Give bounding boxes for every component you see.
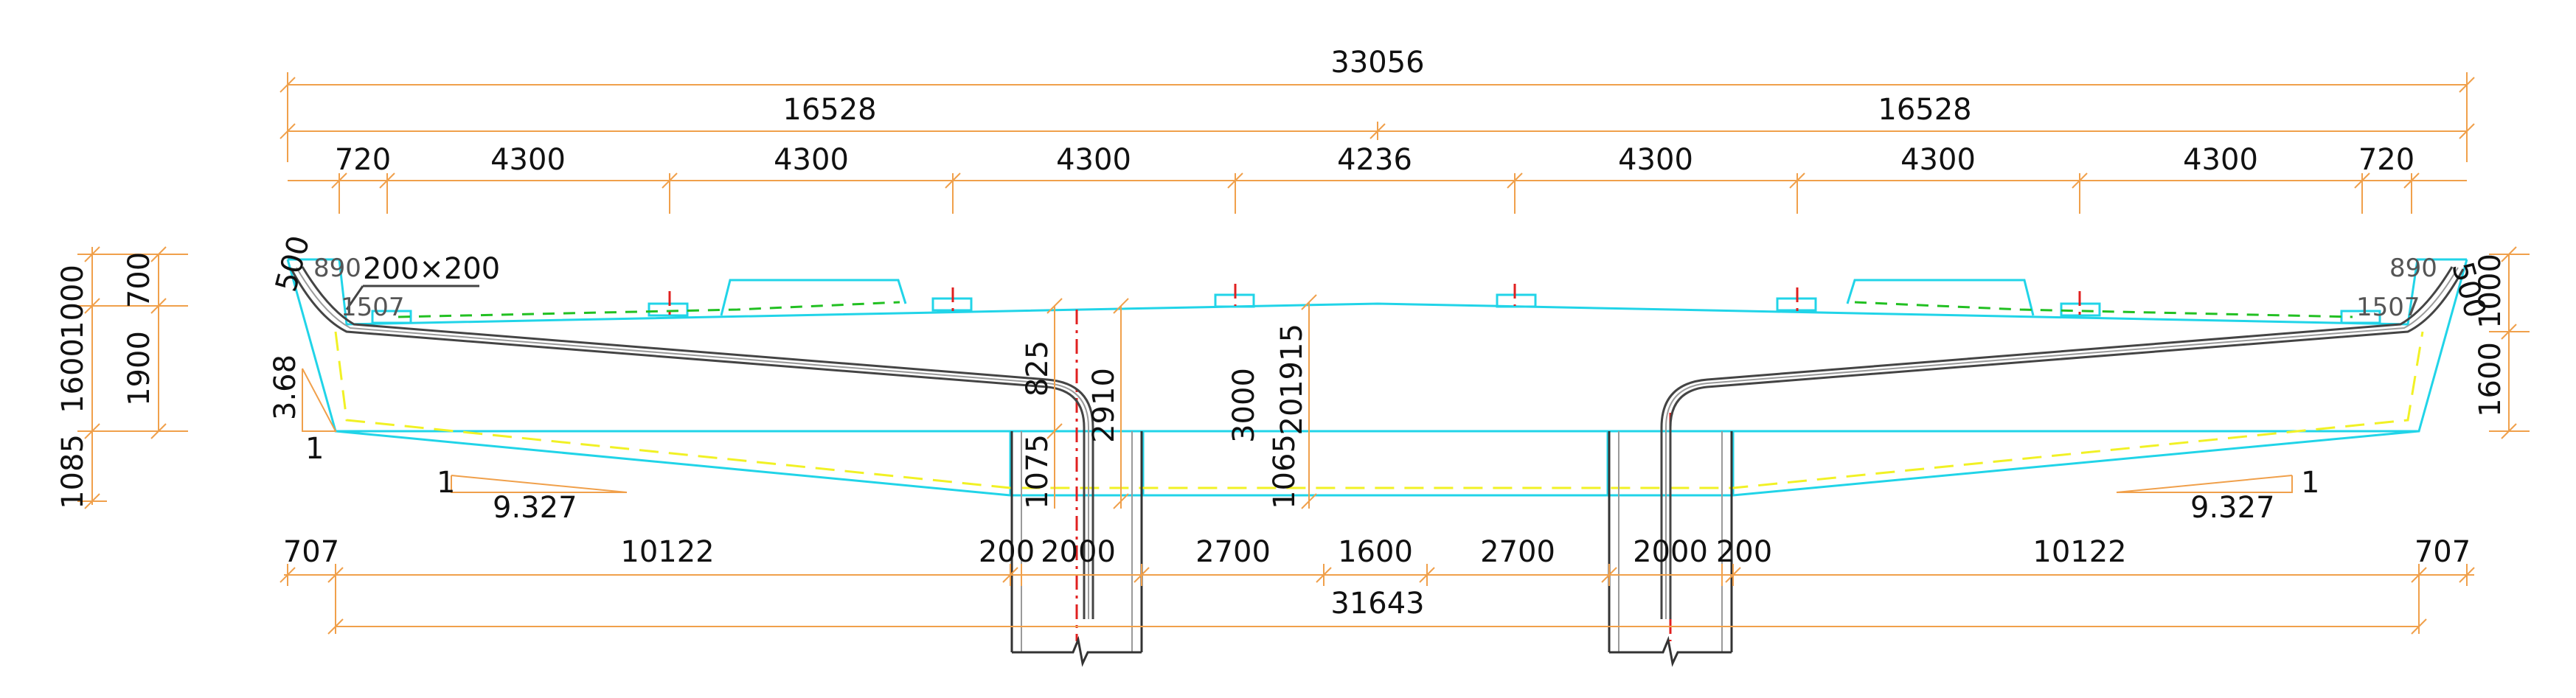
dim-right-1: 1000 [2473, 254, 2507, 329]
ann-right-1507: 1507 [2356, 293, 2420, 322]
dim-top-seg-6: 4300 [1618, 143, 1693, 177]
right-vertical-dimensions: 1000 1600 [2473, 246, 2530, 439]
dim-left-pier-1075: 1075 [1021, 434, 1055, 509]
dim-top-seg-3: 4300 [774, 143, 849, 177]
dim-right-2: 1600 [2473, 342, 2507, 417]
dim-bottom-seg-11: 707 [2414, 535, 2471, 569]
dim-top-seg-8: 4300 [2183, 143, 2258, 177]
dim-half-left: 16528 [782, 93, 876, 127]
dim-overall-bottom: 31643 [1330, 587, 1424, 621]
dim-top-seg-7: 4300 [1900, 143, 1976, 177]
dim-bottom-seg-7: 2700 [1480, 535, 1555, 569]
dim-half-right: 16528 [1878, 93, 1971, 127]
dim-bottom-seg-1: 707 [283, 535, 339, 569]
box-girder-outline [286, 258, 2468, 497]
dim-left-outer-1: 1000 [56, 265, 90, 340]
slope-indicators: 3.68 1 1 9.327 1 9.327 [268, 355, 2319, 525]
dim-left-inner-2: 1900 [122, 331, 156, 406]
dim-left-inner-1: 700 [122, 252, 156, 308]
piers [1010, 431, 1733, 667]
dim-left-pier-2910: 2910 [1087, 368, 1121, 443]
slope-left-bottom-ratio: 9.327 [493, 491, 577, 525]
dim-bottom-seg-4: 2000 [1041, 535, 1116, 569]
dim-bottom-seg-3: 200 [979, 535, 1035, 569]
dim-center-20: 20 [1275, 398, 1309, 436]
dim-top-seg-4: 4300 [1056, 143, 1131, 177]
dim-bottom-seg-6: 1600 [1338, 535, 1413, 569]
dim-left-outer-3: 1085 [56, 434, 90, 509]
inner-dashed-outline [334, 331, 2424, 489]
dim-top-seg-2: 4300 [490, 143, 566, 177]
dim-overall-top: 33056 [1330, 46, 1424, 80]
dim-top-seg-9: 720 [2358, 143, 2414, 177]
corner-annotations: 500 890 200×200 1507 500 890 1507 [269, 232, 2492, 322]
dim-left-pier-825: 825 [1021, 341, 1055, 397]
slope-right-bottom-unit: 1 [2301, 466, 2319, 500]
pavement-layer [397, 301, 2353, 318]
ann-left-200x200: 200×200 [363, 252, 500, 286]
dim-center-1065: 1065 [1268, 434, 1302, 509]
top-dimension-chains: 33056 16528 16528 720 4300 4300 4300 423… [280, 46, 2475, 214]
dim-bottom-seg-10: 10122 [2032, 535, 2126, 569]
internal-vertical-dimensions: 825 1075 2910 3000 1915 1065 20 [1021, 294, 1317, 509]
bottom-dimension-chains: 707 10122 200 2000 2700 1600 2700 2000 2… [280, 535, 2475, 635]
slope-right-bottom-ratio: 9.327 [2190, 491, 2275, 525]
slope-left-web-ratio: 3.68 [268, 355, 302, 420]
dim-bottom-seg-9: 200 [1716, 535, 1772, 569]
slope-left-web-unit: 1 [305, 432, 324, 466]
dim-top-seg-5: 4236 [1337, 143, 1412, 177]
ann-left-890: 890 [313, 254, 361, 283]
dim-top-seg-1: 720 [335, 143, 391, 177]
dim-bottom-seg-2: 10122 [620, 535, 714, 569]
ann-left-1507: 1507 [341, 293, 405, 322]
prestress-tendons [290, 266, 2465, 619]
dim-center-1915: 1915 [1275, 324, 1309, 399]
left-vertical-dimensions: 1000 1600 1085 700 1900 [56, 246, 188, 509]
dim-center-3000: 3000 [1227, 368, 1261, 443]
dim-bottom-seg-8: 2000 [1633, 535, 1708, 569]
dim-bottom-seg-5: 2700 [1195, 535, 1271, 569]
ann-left-500: 500 [269, 232, 316, 296]
dim-left-outer-2: 1600 [56, 338, 90, 413]
ann-right-890: 890 [2389, 254, 2437, 283]
slope-left-bottom-unit: 1 [437, 466, 455, 500]
